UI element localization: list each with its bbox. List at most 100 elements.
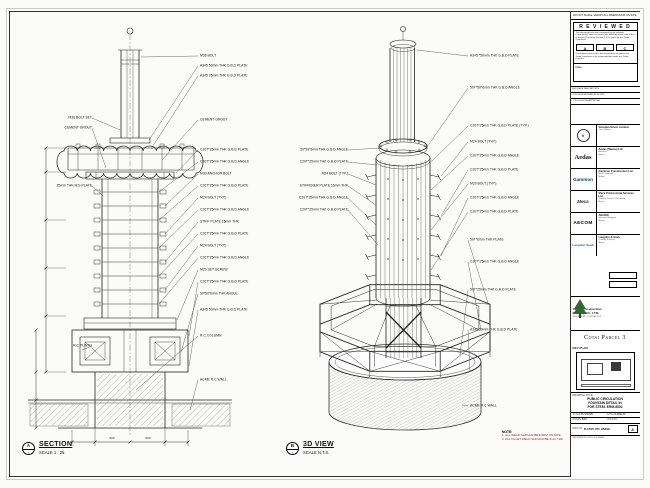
annotation-label: M30 ANCHOR BOLT — [200, 171, 232, 176]
leader-lines — [81, 49, 489, 411]
iso-view-title: 3D VIEW — [303, 441, 334, 448]
annotation-label: CEMENT GROUT — [200, 117, 228, 122]
note-line: 1. ALL WELD SHOULD BE FORM ON SITE. — [502, 433, 562, 438]
company-name: Meca Professional Services Ltd. — [598, 192, 634, 199]
annotation-label: M24 BOLT (TYP.) — [200, 243, 227, 248]
company-row-langdon-seah: Langdon Seah Langdon & Seah Quantity Sur… — [570, 233, 640, 256]
drawing-title-block: DRAWING TITLE: PUBLIC CIRCULATION FOUNTA… — [570, 391, 640, 440]
annotation-label: C20T*25mm THK G.B.D PLATE (TYP.) — [470, 123, 529, 128]
annotation-label: STIFF PLATE 16mm THK — [200, 219, 239, 224]
company-name: Gammon Construction Ltd. — [598, 170, 634, 173]
dimension-text: 600 — [109, 436, 115, 440]
annotation-label: A345 *50mm THK G.B.D PLATE — [470, 53, 519, 58]
approval-stamp-box — [608, 271, 637, 279]
note-line: 2. ALL FILLET WELD SHOULD BE 6mm THK. — [502, 436, 564, 441]
bubble-top-text: A — [23, 443, 34, 450]
company-row-meca: Meca Meca Professional Services Ltd. Bui… — [570, 189, 640, 212]
langdon-seah-logo: Langdon Seah — [571, 234, 597, 256]
annotation-label: M20 BOLT (TYP.) — [470, 181, 497, 186]
field-date: DATE 01-MAR-09 — [605, 413, 640, 419]
key-plan-label: KEY PLAN — [572, 345, 588, 350]
section-view-linework — [28, 27, 232, 446]
langdon-seah-logotype: Langdon Seah — [572, 243, 594, 247]
company-line: Macau — [598, 241, 605, 244]
field-value: KL — [614, 419, 617, 422]
company-row-gammon: Gammon Gammon Construction Ltd. Main Con… — [570, 167, 640, 190]
annotation-label: C20T*25mm THK G.B.D PLATE — [200, 279, 249, 284]
tree-logo-icon — [572, 298, 587, 318]
key-plan-building — [586, 362, 603, 375]
company-line: Building Services Consultant — [598, 198, 625, 201]
field-value: WKC — [581, 419, 588, 422]
company-row-aedas: Aedas Aedas (Macau) Ltd. Architect Macau — [570, 145, 640, 168]
aedas-logotype: Aedas — [574, 153, 592, 161]
reviewed-status-boxes: A B C — [574, 44, 637, 52]
venetian-logo: V — [571, 124, 597, 146]
company-line: Architect — [598, 151, 607, 154]
company-name: AECOM — [598, 214, 609, 217]
annotation-label: A345 50mm THK G.B.D PLATE — [200, 63, 248, 68]
iso-view-scale: SCALE N.T.S. — [303, 450, 330, 455]
dwg-number-row: DWG NO. R-1525_PD_85299 A — [571, 424, 640, 434]
approval-stamp-box — [608, 280, 637, 288]
iso-detail-bubble: B - — [286, 442, 299, 455]
meca-logotype: Meca — [577, 198, 589, 204]
company-text: Langdon & Seah Quantity Surveyor Macau — [597, 235, 640, 256]
company-line: Macau — [598, 219, 605, 222]
annotation-label: 25mm THK M.S PLATE — [56, 183, 92, 188]
field-scale: SCALE AS SHOWN — [570, 413, 605, 419]
annotation-label: C20T*25mm THK G.B.D PLATE — [200, 183, 249, 188]
annotation-label: R.C PLINTH — [73, 343, 92, 348]
field-label: CHKD — [607, 419, 614, 422]
meca-logo: Meca — [571, 190, 597, 212]
key-plan-outline — [580, 358, 631, 381]
annotation-label: C20T*25mm THK G.B.D ANGLE — [470, 259, 520, 264]
status-box-a: A — [576, 44, 594, 52]
revision-header: REV DATE DESCRIPTION — [570, 87, 640, 93]
company-name: Langdon & Seah — [598, 236, 620, 239]
revision-letter: A — [627, 424, 638, 433]
revision-table: REV DATE DESCRIPTION 2 05.03.09 REVISED … — [570, 85, 640, 105]
annotation-label: A345 50mm THK G.B.D PLATE — [470, 327, 518, 332]
dimension-text: 600 — [145, 436, 151, 440]
field-value: AS SHOWN — [580, 413, 594, 416]
reviewed-date-row: Date : — [573, 62, 637, 70]
field-drawn: DRAWN WKC — [570, 418, 605, 424]
aedas-logo: Aedas — [571, 146, 597, 168]
company-row-aecom: AECOM AECOM Structural Engineer Macau — [570, 211, 640, 234]
company-text: AECOM Structural Engineer Macau — [597, 213, 640, 234]
status-box-b: B — [596, 44, 614, 52]
note-title: NOTE: — [502, 430, 513, 434]
company-line: Macau — [598, 153, 605, 156]
annotation-label: M24 BOLT (TYP.) — [470, 139, 497, 144]
field-label: DRAWN — [572, 419, 582, 422]
annotation-label: M24 BOLT (TYP.) — [200, 195, 227, 200]
annotation-label: C20T*25mm THK G.B.D ANGLE — [200, 255, 250, 260]
annotation-label: STIFFENER PLATE 16mm THK — [299, 183, 348, 188]
status-box-c: C — [616, 44, 634, 52]
annotation-label: M36 BOLT — [200, 53, 217, 58]
venetian-seal-icon: V — [576, 128, 590, 142]
annotation-label: C20T*25mm THK G.B.D PLATE — [299, 159, 348, 164]
annotation-label: C20T*25mm THK G.B.D PLATE — [470, 209, 519, 214]
annotation-label: M36 BOLT SET — [68, 115, 92, 120]
annotation-label: C20T*25mm THK G.B.D PLATE — [470, 167, 519, 172]
dwg-number: R-1525_PD_85299 — [583, 426, 610, 431]
annotation-label: 50T*6mm THK PLATE — [470, 237, 504, 242]
contractor-block: Yadea Construction (Macau) CO., LTD. REG… — [570, 295, 640, 330]
annotation-label: C20T*25mm THK G.B.D ANGLE — [200, 207, 250, 212]
annotation-label: C20T*25mm THK G.B.D PLATE — [200, 231, 249, 236]
company-text: Gammon Construction Ltd. Main Contractor… — [597, 169, 640, 190]
key-plan-figure — [575, 351, 635, 390]
reviewed-stamp: R E V I E W E D This document has been r… — [572, 21, 638, 82]
bubble-top-text: B — [287, 443, 298, 450]
annotation-label: ACME R.C WALL — [470, 403, 497, 408]
company-line: Macau — [598, 175, 605, 178]
drawing-title-label: DRAWING TITLE: — [572, 393, 594, 397]
iso-view-linework — [319, 26, 491, 431]
bubble-bottom-text: - — [27, 450, 30, 455]
annotation-label: C20T*25mm THK G.B.D ANGLE — [470, 195, 520, 200]
company-line: Macau — [598, 200, 605, 203]
aecom-logo: AECOM — [571, 212, 597, 234]
